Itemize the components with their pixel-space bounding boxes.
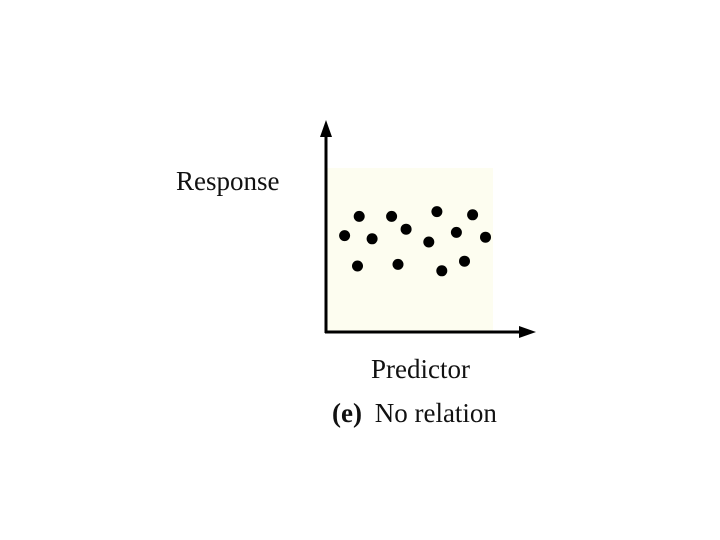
scatter-point-6 [392,258,404,270]
scatter-point-7 [400,223,412,235]
y-axis-arrowhead [320,120,332,137]
scatter-point-9 [431,206,443,218]
x-axis-arrowhead [519,326,536,338]
scatter-point-12 [459,255,470,267]
chart-caption: (e) No relation [332,398,497,428]
scatter-point-11 [450,226,462,238]
y-axis-label: Response [176,166,280,196]
caption-text: No relation [375,398,498,428]
points-layer [339,206,491,277]
scatter-point-2 [353,210,365,222]
scatter-point-3 [352,260,363,272]
scatter-point-5 [386,210,398,222]
plot-area-background [327,168,493,332]
scatter-point-13 [467,209,479,221]
scatter-point-14 [480,231,491,243]
scatter-point-4 [366,233,378,245]
scatter-point-8 [423,236,435,248]
scatter-point-10 [436,265,448,277]
scatter-point-1 [339,230,351,242]
x-axis-label: Predictor [371,354,470,384]
caption-tag: (e) [332,398,362,428]
